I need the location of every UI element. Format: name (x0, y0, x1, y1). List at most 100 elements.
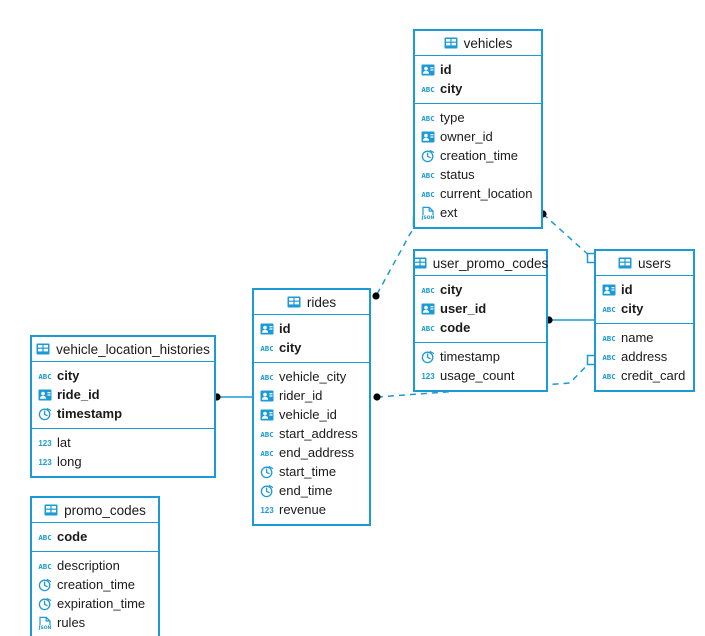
table-header-promo_codes[interactable]: promo_codes (32, 498, 158, 523)
table-header-user_promo_codes[interactable]: user_promo_codes (413, 251, 548, 276)
column-row[interactable]: rider_id (254, 386, 369, 405)
svg-text:ABC: ABC (260, 429, 273, 438)
relationship-vehicle-location-histories-to-rides[interactable] (213, 393, 252, 401)
svg-text:ABC: ABC (421, 323, 434, 332)
column-row[interactable]: start_time (254, 462, 369, 481)
id-card-icon (38, 388, 52, 402)
column-row[interactable]: creation_time (32, 575, 158, 594)
column-row[interactable]: owner_id (415, 127, 541, 146)
primary-key-row[interactable]: ABC city (415, 79, 541, 98)
relationship-line (375, 221, 419, 297)
svg-text:JSON: JSON (421, 214, 435, 219)
column-row[interactable]: ABC current_location (415, 184, 541, 203)
table-name: users (637, 255, 671, 271)
123-icon: 123 (260, 503, 274, 517)
primary-key-row[interactable]: id (596, 280, 693, 299)
column-row[interactable]: vehicle_id (254, 405, 369, 424)
abc-icon: ABC (421, 283, 435, 297)
id-card-icon (260, 408, 274, 422)
column-row[interactable]: expiration_time (32, 594, 158, 613)
svg-text:123: 123 (38, 458, 52, 467)
column-label: creation_time (440, 148, 519, 163)
primary-key-row[interactable]: ABC city (32, 366, 214, 385)
table-header-vehicles[interactable]: vehicles (415, 31, 541, 56)
column-label: city (440, 81, 463, 96)
relationship-line (542, 213, 593, 259)
column-label: status (440, 167, 475, 182)
table-header-rides[interactable]: rides (254, 290, 369, 315)
abc-icon: ABC (38, 369, 52, 383)
column-label: city (57, 368, 80, 383)
json-icon: JSON (421, 206, 435, 220)
column-label: revenue (279, 502, 326, 517)
svg-text:ABC: ABC (260, 343, 273, 352)
svg-text:ABC: ABC (421, 84, 434, 93)
clock-icon (421, 350, 435, 364)
column-row[interactable]: creation_time (415, 146, 541, 165)
svg-text:123: 123 (38, 439, 52, 448)
primary-key-row[interactable]: user_id (415, 299, 546, 318)
primary-key-row[interactable]: ride_id (32, 385, 214, 404)
column-label: city (440, 282, 463, 297)
clock-icon (38, 407, 52, 421)
table-name: vehicles (463, 35, 513, 51)
column-label: name (621, 330, 654, 345)
clock-icon (260, 465, 274, 479)
table-name: promo_codes (64, 502, 146, 518)
column-row[interactable]: ABC status (415, 165, 541, 184)
123-icon: 123 (421, 369, 435, 383)
column-label: creation_time (57, 577, 136, 592)
clock-icon (421, 149, 435, 163)
table-icon (618, 256, 632, 270)
column-label: timestamp (440, 349, 500, 364)
primary-key-row[interactable]: ABC city (415, 280, 546, 299)
table-icon (36, 342, 50, 356)
column-label: code (440, 320, 471, 335)
id-card-icon (421, 130, 435, 144)
svg-text:ABC: ABC (602, 304, 615, 313)
primary-key-row[interactable]: id (254, 319, 369, 338)
column-row[interactable]: end_time (254, 481, 369, 500)
column-row[interactable]: 123 revenue (254, 500, 369, 519)
primary-key-row[interactable]: id (415, 60, 541, 79)
abc-icon: ABC (421, 168, 435, 182)
abc-icon: ABC (421, 187, 435, 201)
column-label: start_time (279, 464, 337, 479)
table-header-vehicle_location_histories[interactable]: vehicle_location_histories (32, 337, 214, 362)
primary-key-row[interactable]: timestamp (32, 404, 214, 423)
abc-icon: ABC (602, 302, 616, 316)
column-label: lat (57, 435, 71, 450)
id-card-icon (602, 283, 616, 297)
primary-key-row[interactable]: ABC code (415, 318, 546, 337)
column-label: current_location (440, 186, 533, 201)
relationship-user-promo-codes-to-users[interactable] (545, 316, 594, 324)
column-label: description (57, 558, 120, 573)
column-row[interactable]: 123 lat (32, 433, 214, 452)
table-header-users[interactable]: users (596, 251, 693, 276)
column-row[interactable]: timestamp (415, 347, 546, 366)
table-name: vehicle_location_histories (56, 341, 210, 357)
